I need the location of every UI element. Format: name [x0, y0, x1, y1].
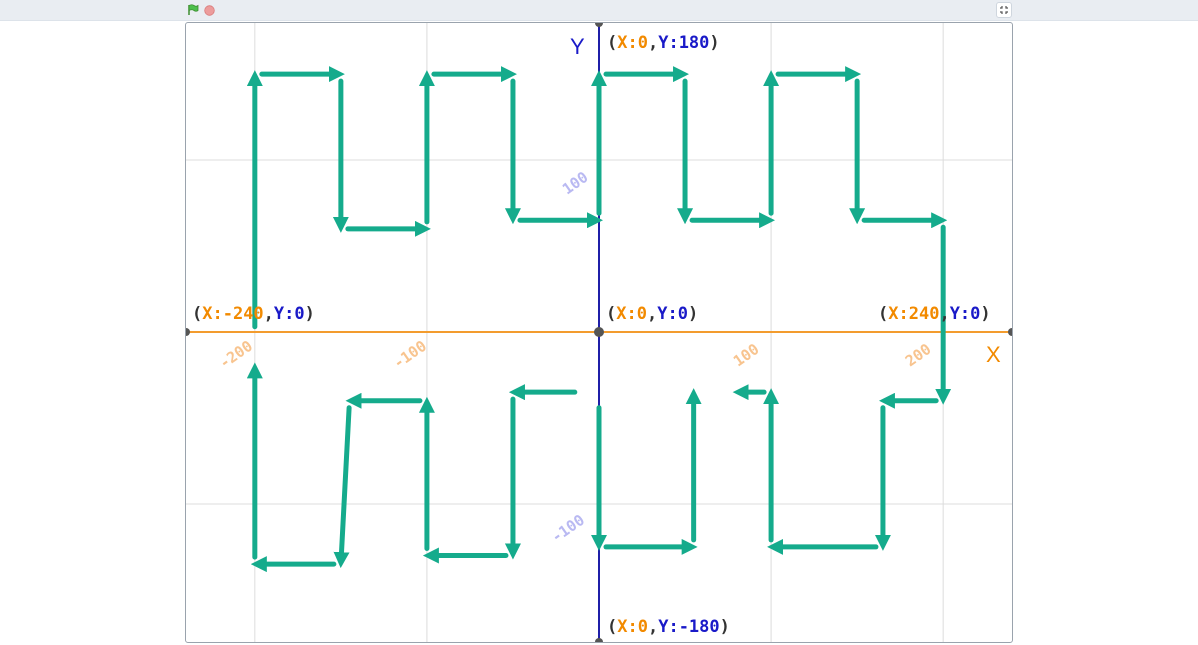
coordinate-grid-backdrop: Y X -200 -100 100 200 100 -100 (X:0,Y:18… [186, 23, 1012, 642]
pen-path-lower-left-arrow-segment [333, 405, 352, 569]
pen-drawing [246, 66, 952, 573]
svg-text:(X:-240,Y:0): (X:-240,Y:0) [192, 304, 315, 324]
fullscreen-exit-icon [1000, 6, 1008, 14]
flag-icon [188, 4, 199, 15]
coord-label-right: (X:240,Y:0) [878, 304, 991, 324]
top-edge-marker [595, 23, 603, 27]
x-tick-minus-100: -100 [390, 337, 430, 372]
x-tick-minus-200: -200 [216, 337, 256, 372]
green-flag-button[interactable] [186, 0, 200, 20]
origin-marker [594, 327, 604, 337]
x-axis-letter: X [986, 342, 1001, 367]
coord-label-left: (X:-240,Y:0) [192, 304, 315, 324]
y-axis-letter: Y [570, 34, 585, 59]
fullscreen-button[interactable] [996, 2, 1012, 18]
stop-button[interactable] [202, 0, 216, 20]
tick-labels: -200 -100 100 200 100 -100 [216, 168, 935, 546]
left-edge-marker [186, 328, 190, 336]
stage-canvas[interactable]: Y X -200 -100 100 200 100 -100 (X:0,Y:18… [185, 22, 1013, 643]
svg-text:(X:0,Y:-180): (X:0,Y:-180) [607, 617, 730, 637]
stop-sign-icon [203, 4, 215, 16]
project-toolbar [0, 0, 1198, 21]
coord-label-bottom: (X:0,Y:-180) [607, 617, 730, 637]
svg-text:(X:240,Y:0): (X:240,Y:0) [878, 304, 991, 324]
coord-label-origin: (X:0,Y:0) [606, 304, 698, 324]
x-tick-200: 200 [902, 340, 935, 370]
svg-text:(X:0,Y:180): (X:0,Y:180) [607, 33, 720, 53]
y-tick-100: 100 [559, 168, 592, 198]
y-tick-minus-100: -100 [548, 511, 588, 546]
right-edge-marker [1008, 328, 1012, 336]
svg-text:(X:0,Y:0): (X:0,Y:0) [606, 304, 698, 324]
bottom-edge-marker [595, 638, 603, 642]
x-tick-100: 100 [730, 340, 763, 370]
coord-label-top: (X:0,Y:180) [607, 33, 720, 53]
